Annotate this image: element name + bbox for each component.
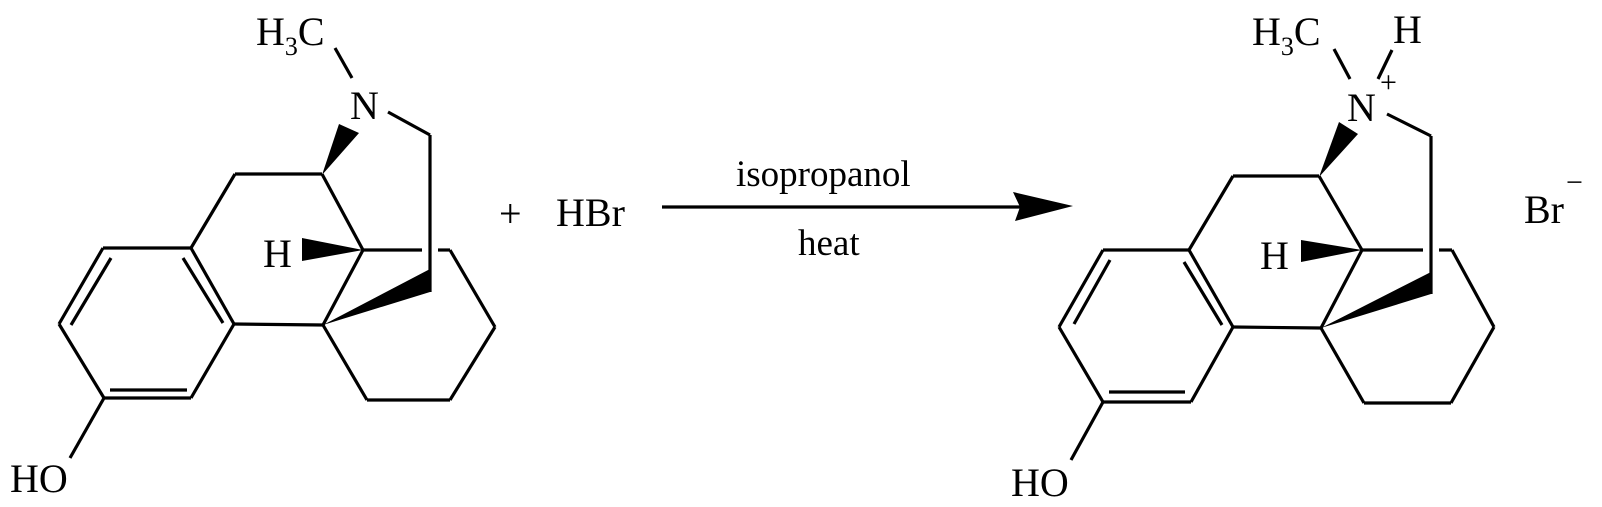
product-bond — [1182, 261, 1224, 326]
product-bond — [1187, 249, 1235, 328]
reactant-bond — [189, 173, 237, 249]
reactant-bond — [448, 249, 497, 328]
reactant-wedge-bond — [302, 238, 363, 261]
reactant-methyl-subscript: 3 — [284, 32, 298, 61]
reactant-bond — [320, 173, 365, 251]
product-bond — [1332, 48, 1352, 80]
reagent-hbr: HBr — [556, 190, 625, 235]
bromide-charge: − — [1566, 166, 1583, 199]
product-bond — [1232, 325, 1322, 330]
product-bond — [1072, 259, 1112, 325]
product-bond — [1069, 401, 1105, 461]
bromide-counterion: Br — [1524, 187, 1564, 232]
product-wedge-bond — [1301, 240, 1362, 262]
product-bond — [1319, 249, 1364, 329]
reactant-bond — [181, 257, 225, 324]
reactant-ring-h-label: H — [263, 231, 292, 276]
reactant-bond — [68, 397, 106, 459]
product-methyl-label: H3C — [1252, 9, 1321, 60]
reactant-bond — [69, 257, 113, 326]
product-bond — [1187, 175, 1235, 251]
reactant-methyl-c: C — [297, 9, 325, 54]
reactant-bond — [233, 322, 324, 327]
arrowhead-icon — [1013, 192, 1073, 221]
product-nitrogen-label: N — [1347, 85, 1376, 130]
product-hydroxyl-label: HO — [1011, 460, 1069, 505]
product-bond — [1057, 249, 1105, 328]
reactant-nitrogen-label: N — [350, 83, 379, 128]
reactant-bond — [321, 324, 369, 401]
product-methyl-c: C — [1293, 9, 1321, 54]
reactant-hydroxyl-label: HO — [10, 456, 68, 501]
reactant-bond — [189, 247, 236, 325]
product-methyl-subscript: 3 — [1280, 32, 1294, 61]
reactant-bond — [189, 323, 236, 399]
product-bond — [1057, 326, 1105, 403]
product-bond — [1317, 175, 1364, 251]
reactant-bond — [333, 47, 354, 79]
reactant-bond — [321, 249, 365, 326]
product-wedge-bond — [1321, 272, 1431, 328]
reactant-bond — [57, 323, 106, 399]
reactant-bond — [448, 326, 497, 401]
reactant-bond — [387, 110, 431, 137]
product-methyl-h: H — [1252, 9, 1281, 54]
product-nitrogen-charge: + — [1380, 66, 1397, 99]
reactant-skeleton — [57, 47, 497, 459]
reactant-bond — [57, 247, 105, 325]
condition-solvent: isopropanol — [736, 154, 911, 195]
product-bond — [1376, 49, 1394, 80]
product-bond — [1449, 326, 1496, 404]
reactant-wedge-bond — [323, 269, 430, 325]
product-bond — [1319, 327, 1366, 404]
product-wedge-bond — [1319, 122, 1358, 177]
reaction-arrow-icon — [662, 192, 1073, 221]
product-n-hydrogen-label: H — [1393, 7, 1422, 52]
product-bond — [1450, 249, 1496, 328]
reactant-methyl-label: H3C — [256, 9, 325, 60]
plus-sign: + — [499, 191, 522, 236]
product-bond — [1386, 112, 1432, 138]
product-ring-h-label: H — [1260, 233, 1289, 278]
product-bond — [1189, 326, 1235, 403]
product-skeleton — [1057, 48, 1496, 461]
reactant-wedge-bond — [322, 124, 359, 175]
condition-heat: heat — [798, 223, 860, 264]
reactant-methyl-h: H — [256, 9, 285, 54]
